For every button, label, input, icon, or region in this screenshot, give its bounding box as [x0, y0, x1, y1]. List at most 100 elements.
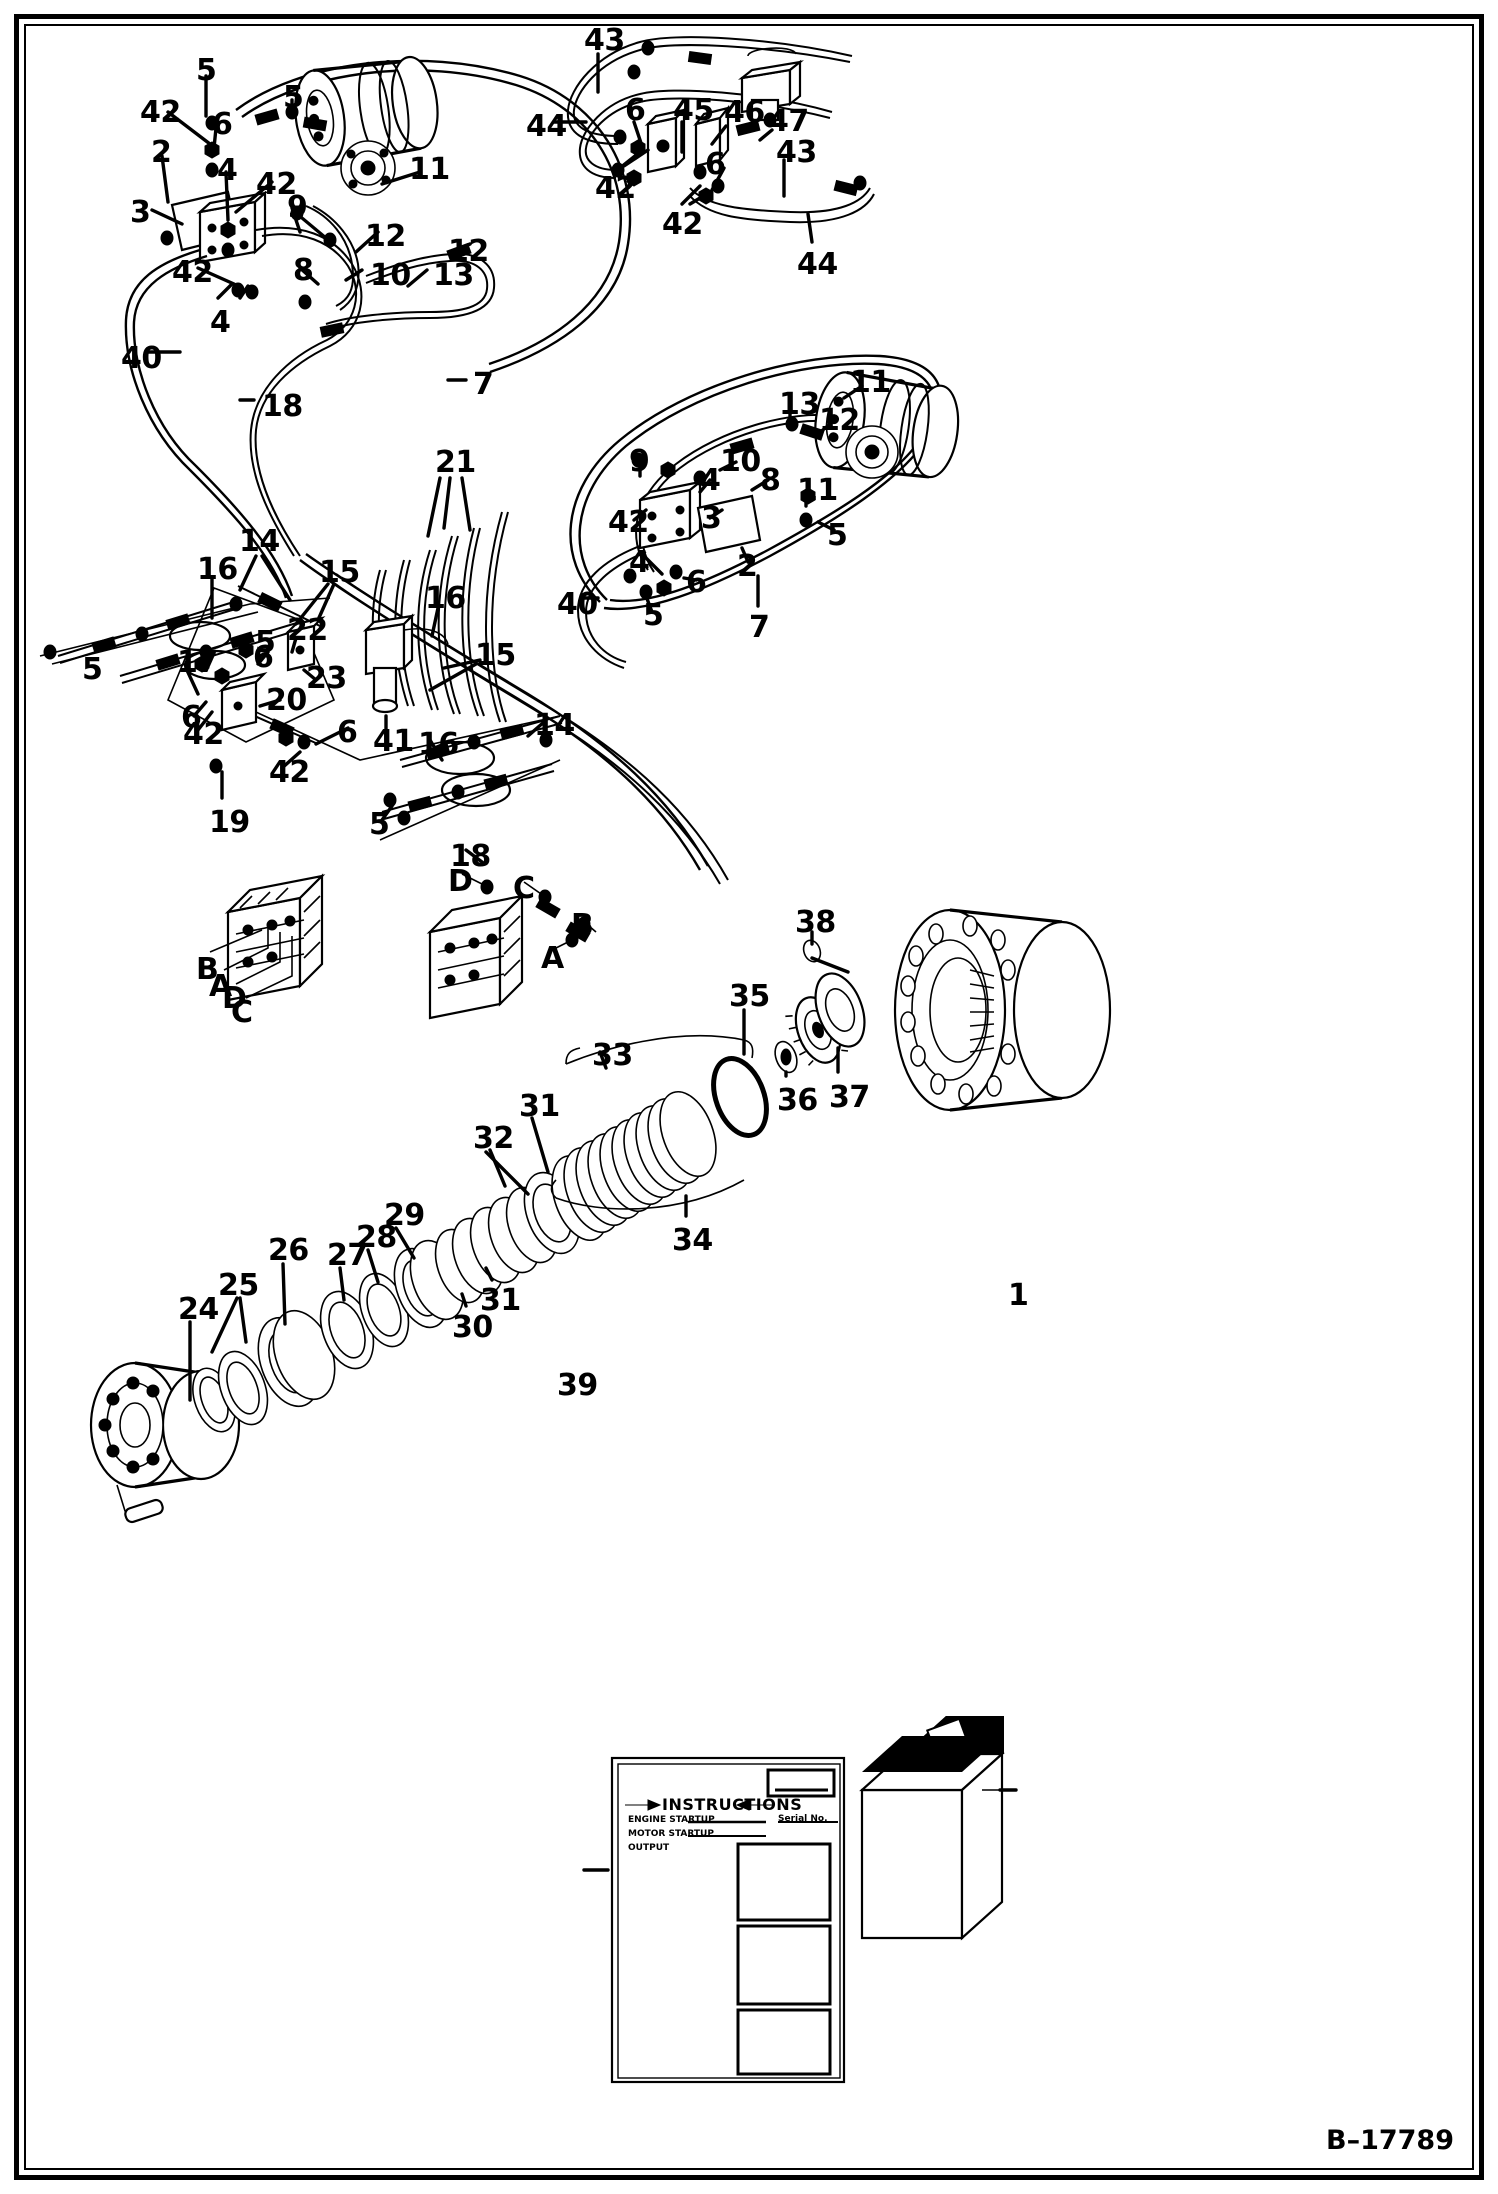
- callout-22: 22: [287, 613, 328, 648]
- callout-39: 39: [557, 1368, 598, 1403]
- callout-42: 42: [140, 95, 181, 130]
- callout-29: 29: [384, 1198, 425, 1233]
- callout-35: 35: [729, 979, 770, 1014]
- callout-16: 16: [197, 552, 238, 587]
- callout-42: 42: [256, 167, 297, 202]
- decal-field-2-label: MOTOR STARTUP: [628, 1829, 714, 1839]
- callout-42: 42: [183, 717, 224, 752]
- callout-8: 8: [760, 463, 781, 498]
- callout-47: 47: [768, 104, 809, 139]
- callout-6: 6: [212, 107, 233, 142]
- callout-6: 6: [705, 147, 726, 182]
- callout-5: 5: [369, 807, 390, 842]
- callout-43: 43: [776, 135, 817, 170]
- callout-7: 7: [749, 610, 770, 645]
- manual-box-item-1: [859, 1716, 1018, 1941]
- callout-7: 7: [473, 367, 494, 402]
- callout-19: 19: [209, 805, 250, 840]
- callout-3: 3: [701, 501, 722, 536]
- decal-serial-label: Serial No.: [778, 1814, 828, 1824]
- callout-42: 42: [662, 207, 703, 242]
- callout-11: 11: [850, 365, 891, 400]
- callout-16: 16: [425, 581, 466, 616]
- callout-42: 42: [269, 755, 310, 790]
- right-motor-group: [569, 354, 966, 669]
- callout-46: 46: [724, 95, 765, 130]
- callout-43: 43: [584, 23, 625, 58]
- callout-6: 6: [337, 715, 358, 750]
- callout-9: 9: [629, 444, 650, 479]
- callout-30: 30: [452, 1310, 493, 1345]
- callout-25: 25: [218, 1268, 259, 1303]
- exploded-motor-assembly: [89, 908, 1112, 1524]
- chassis-plumbing-group: [39, 476, 729, 885]
- callout-5: 5: [196, 53, 217, 88]
- callout-44: 44: [526, 109, 567, 144]
- page-border-outer: [14, 14, 1484, 2180]
- left-motor-group: [124, 52, 632, 599]
- control-valve-left: [209, 873, 326, 1002]
- drawing-number: B–17789: [1325, 2125, 1454, 2156]
- callout-D: D: [448, 864, 473, 899]
- callout-5: 5: [643, 598, 664, 633]
- callout-42: 42: [172, 255, 213, 290]
- instruction-decal: [582, 1756, 846, 2084]
- callout-45: 45: [673, 93, 714, 128]
- callout-B: B: [196, 952, 219, 987]
- callout-12: 12: [819, 403, 860, 438]
- callout-13: 13: [779, 387, 820, 422]
- callout-20: 20: [266, 683, 307, 718]
- callout-5: 5: [283, 80, 304, 115]
- callout-33: 33: [592, 1038, 633, 1073]
- callout-10: 10: [370, 258, 411, 293]
- callout-31: 31: [519, 1089, 560, 1124]
- callout-34: 34: [672, 1223, 713, 1258]
- callout-6: 6: [253, 640, 274, 675]
- callout-2: 2: [151, 135, 172, 170]
- callout-14: 14: [534, 708, 575, 743]
- callout-1: 1: [1008, 1278, 1029, 1313]
- callout-18: 18: [450, 839, 491, 874]
- callout-8: 8: [293, 253, 314, 288]
- callout-18: 18: [262, 389, 303, 424]
- page-border-inner: [24, 24, 1474, 2170]
- callout-D: D: [222, 981, 247, 1016]
- callout-11: 11: [797, 473, 838, 508]
- decal-heading: INSTRUCTIONS: [662, 1795, 802, 1814]
- callout-40: 40: [557, 587, 598, 622]
- callout-11: 11: [409, 152, 450, 187]
- callout-24: 24: [178, 1292, 219, 1327]
- callout-C: C: [231, 995, 253, 1030]
- callout-13: 13: [433, 258, 474, 293]
- decal-heading-text: INSTRUCTIONS: [662, 1795, 803, 1814]
- callout-4: 4: [210, 305, 231, 340]
- decal-field-3: OUTPUT: [628, 1843, 669, 1853]
- callout-27: 27: [327, 1238, 368, 1273]
- decal-serial-text: Serial No.: [778, 1814, 828, 1824]
- callout-26: 26: [268, 1233, 309, 1268]
- callout-4: 4: [629, 545, 650, 580]
- callout-2: 2: [737, 549, 758, 584]
- callout-21: 21: [435, 445, 476, 480]
- callout-4: 4: [217, 153, 238, 188]
- callout-41: 41: [373, 724, 414, 759]
- callout-42: 42: [595, 171, 636, 206]
- callout-42: 42: [608, 505, 649, 540]
- callout-23: 23: [306, 661, 347, 696]
- callout-A: A: [541, 941, 564, 976]
- callout-36: 36: [777, 1083, 818, 1118]
- callout-12: 12: [365, 219, 406, 254]
- callout-16: 16: [418, 727, 459, 762]
- callout-3: 3: [130, 195, 151, 230]
- callout-5: 5: [82, 652, 103, 687]
- callout-10: 10: [720, 444, 761, 479]
- callout-14: 14: [239, 524, 280, 559]
- decal-field-3-label: OUTPUT: [628, 1843, 670, 1853]
- callout-5: 5: [827, 518, 848, 553]
- callout-6: 6: [181, 700, 202, 735]
- control-valve-right: [426, 873, 597, 1020]
- callout-C: C: [513, 871, 535, 906]
- callout-A: A: [209, 969, 232, 1004]
